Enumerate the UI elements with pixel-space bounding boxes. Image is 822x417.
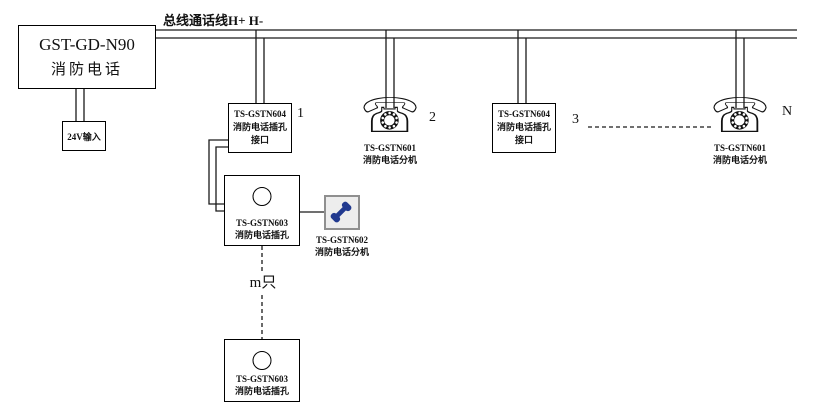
wall-phone-2-name: 消防电话分机	[362, 155, 417, 165]
wire-jack1-to-603a-b	[215, 146, 228, 212]
bus-label: 总线通话线H+ H-	[163, 13, 264, 28]
jack-interface-1-model: TS-GSTN604	[233, 109, 286, 119]
jack-socket-icon	[252, 351, 272, 370]
jack-603-2-name: 消防电话插孔	[234, 386, 289, 396]
jack-603-1-name: 消防电话插孔	[234, 230, 289, 240]
index-label-2: 2	[429, 110, 436, 125]
handset-602-caption: TS-GSTN602 消防电话分机	[298, 234, 386, 258]
power-input-label: 24V输入	[67, 131, 101, 142]
jack-socket-icon	[252, 187, 272, 206]
wall-phone-2: ☏ TS-GSTN601 消防电话分机	[348, 90, 432, 166]
wall-phone-n-model: TS-GSTN601	[713, 143, 766, 153]
handset-602-model: TS-GSTN602	[315, 235, 368, 245]
handset-icon	[330, 201, 352, 222]
jack-603-2-model: TS-GSTN603	[235, 374, 288, 384]
wall-phone-n: ☏ TS-GSTN601 消防电话分机	[698, 90, 782, 166]
power-input-box: 24V输入	[62, 121, 106, 151]
wall-phone-n-name: 消防电话分机	[712, 155, 767, 165]
jack-603-box-2: TS-GSTN603 消防电话插孔	[224, 339, 300, 402]
controller-box: GST-GD-N90 消防电话	[18, 25, 156, 89]
handset-602-name: 消防电话分机	[314, 247, 369, 257]
wall-phone-2-model: TS-GSTN601	[363, 143, 416, 153]
jack-interface-3-model: TS-GSTN604	[497, 109, 550, 119]
jack-603-box-1: TS-GSTN603 消防电话插孔	[224, 175, 300, 246]
jack-interface-1-desc2: 接口	[250, 135, 269, 145]
index-label-1: 1	[297, 106, 304, 121]
controller-model: GST-GD-N90	[39, 35, 135, 54]
telephone-icon: ☏	[709, 88, 771, 144]
jack-603-1-model: TS-GSTN603	[235, 218, 288, 228]
index-label-3: 3	[572, 112, 579, 127]
controller-name: 消防电话	[50, 62, 123, 78]
jack-interface-1-box: TS-GSTN604 消防电话插孔 接口	[228, 103, 292, 153]
jack-interface-1-desc: 消防电话插孔	[232, 122, 287, 132]
jack-interface-3-desc2: 接口	[514, 135, 533, 145]
handset-602-box	[324, 195, 360, 230]
repeat-count-label: m只	[245, 271, 281, 292]
telephone-icon: ☏	[359, 88, 421, 144]
index-label-n: N	[782, 104, 793, 119]
jack-interface-3-desc: 消防电话插孔	[496, 122, 551, 132]
jack-interface-3-box: TS-GSTN604 消防电话插孔 接口	[492, 103, 556, 153]
